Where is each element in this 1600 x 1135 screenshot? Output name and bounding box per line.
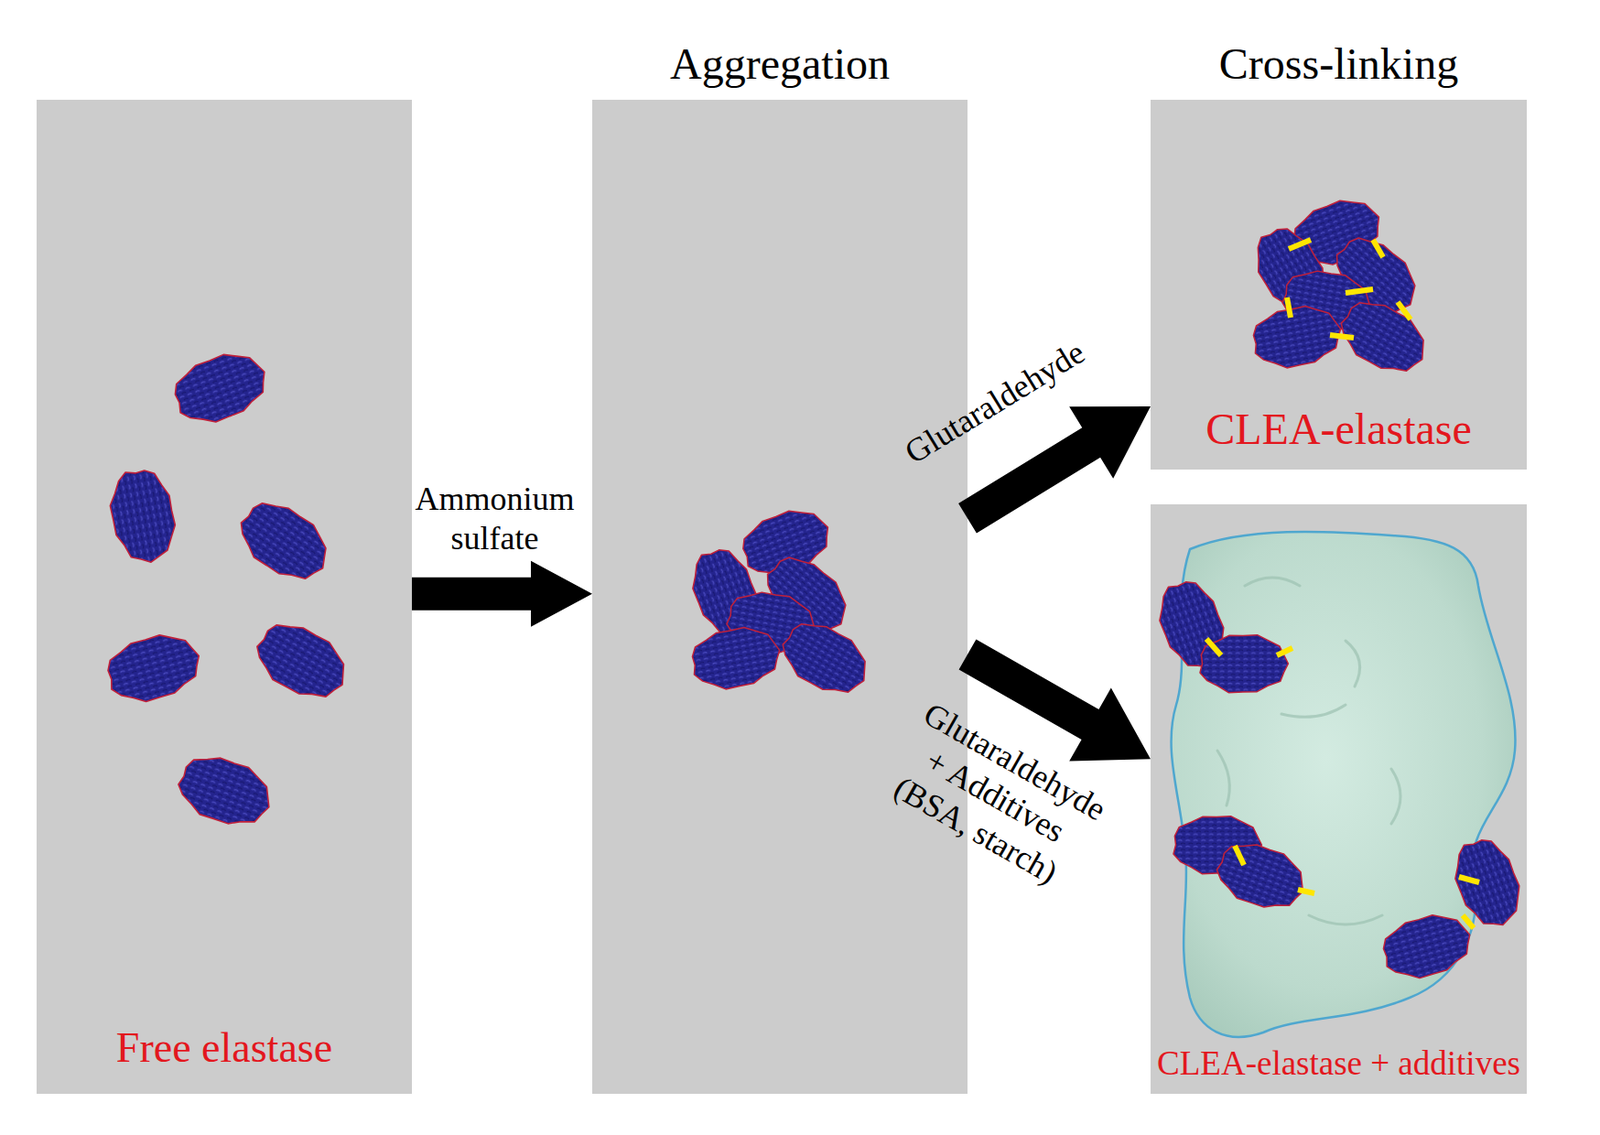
panel-label: CLEA-elastase + additives — [1156, 1044, 1521, 1084]
elastase-molecule — [246, 612, 357, 712]
arrow-label-holder: Glutaraldehyde + Additives (BSA, starch) — [868, 689, 1123, 904]
carrier-surface — [1217, 577, 1401, 925]
crosslink-bonds — [1206, 638, 1480, 929]
stage-heading: Aggregation — [670, 38, 890, 89]
crosslink-bond — [1397, 302, 1411, 320]
elastase-molecule — [228, 490, 340, 595]
crosslink-bond — [1288, 239, 1311, 249]
arrow-connector — [411, 561, 593, 628]
arrow-label-holder: Glutaraldehyde — [897, 333, 1092, 474]
elastase-molecule — [1243, 218, 1339, 325]
stage-heading: Cross-linking — [1219, 38, 1459, 89]
arrow-connector — [959, 638, 1151, 761]
elastase-molecule — [1200, 635, 1288, 693]
elastase-molecule — [723, 586, 821, 660]
stage-panel: Free elastase — [36, 99, 412, 1094]
elastase-molecule — [1286, 190, 1389, 275]
elastase-molecule — [171, 746, 280, 836]
elastase-molecule — [1376, 907, 1477, 986]
aggregate-cluster — [682, 500, 878, 706]
elastase-molecule — [105, 465, 182, 568]
elastase-molecule — [755, 545, 860, 647]
arrow-label-holder: Ammonium sulfate — [403, 479, 587, 559]
crosslink-bond — [1286, 297, 1291, 318]
elastase-molecule — [1278, 265, 1376, 338]
elastase-molecule — [1248, 301, 1346, 374]
surface-fold — [1308, 915, 1383, 925]
panel-label: Free elastase — [116, 1024, 333, 1073]
crosslink-bond — [1206, 638, 1222, 656]
stage-panel: Aggregation — [592, 99, 968, 1094]
elastase-molecule — [687, 622, 785, 695]
elastase-molecule — [1173, 816, 1262, 875]
crosslink-bonds — [1286, 239, 1411, 338]
elastase-molecule — [735, 500, 838, 585]
stage-panel: CLEA-elastase + additives — [1150, 504, 1527, 1094]
arrow-label: Glutaraldehyde — [897, 333, 1092, 474]
arrow-label: Glutaraldehyde + Additives (BSA, starch) — [868, 689, 1123, 904]
elastase-molecule — [772, 611, 878, 706]
panel-label: CLEA-elastase — [1205, 403, 1472, 455]
additive-carrier — [1171, 531, 1516, 1038]
free-molecules — [101, 343, 358, 836]
crosslink-bond — [1345, 289, 1373, 293]
crosslink-bond — [1329, 335, 1354, 338]
clea-additive-cluster — [1149, 531, 1530, 1038]
clea-cluster — [1243, 190, 1437, 385]
elastase-molecule — [682, 541, 768, 645]
elastase-molecule — [101, 627, 207, 710]
stage-panel: Cross-linkingCLEA-elastase — [1150, 99, 1527, 470]
elastase-molecule — [1324, 226, 1429, 327]
elastase-molecule — [1149, 573, 1234, 677]
surface-fold — [1391, 768, 1401, 824]
elastase-molecule — [166, 343, 275, 433]
elastase-molecule — [1330, 290, 1437, 385]
crosslink-bond — [1372, 239, 1384, 258]
arrow-connector — [958, 406, 1151, 534]
elastase-molecule — [1445, 832, 1530, 935]
elastase-molecule — [1210, 833, 1313, 919]
surface-fold — [1217, 750, 1230, 806]
surface-fold — [1345, 640, 1361, 687]
crosslink-bond — [1297, 889, 1315, 894]
surface-fold — [1244, 577, 1300, 586]
arrow-label: Ammonium sulfate — [403, 479, 587, 559]
crosslink-bond — [1462, 915, 1474, 929]
crosslink-bond — [1459, 876, 1480, 883]
crosslink-bond — [1276, 648, 1293, 656]
surface-fold — [1281, 704, 1346, 717]
crosslink-bond — [1234, 845, 1244, 865]
